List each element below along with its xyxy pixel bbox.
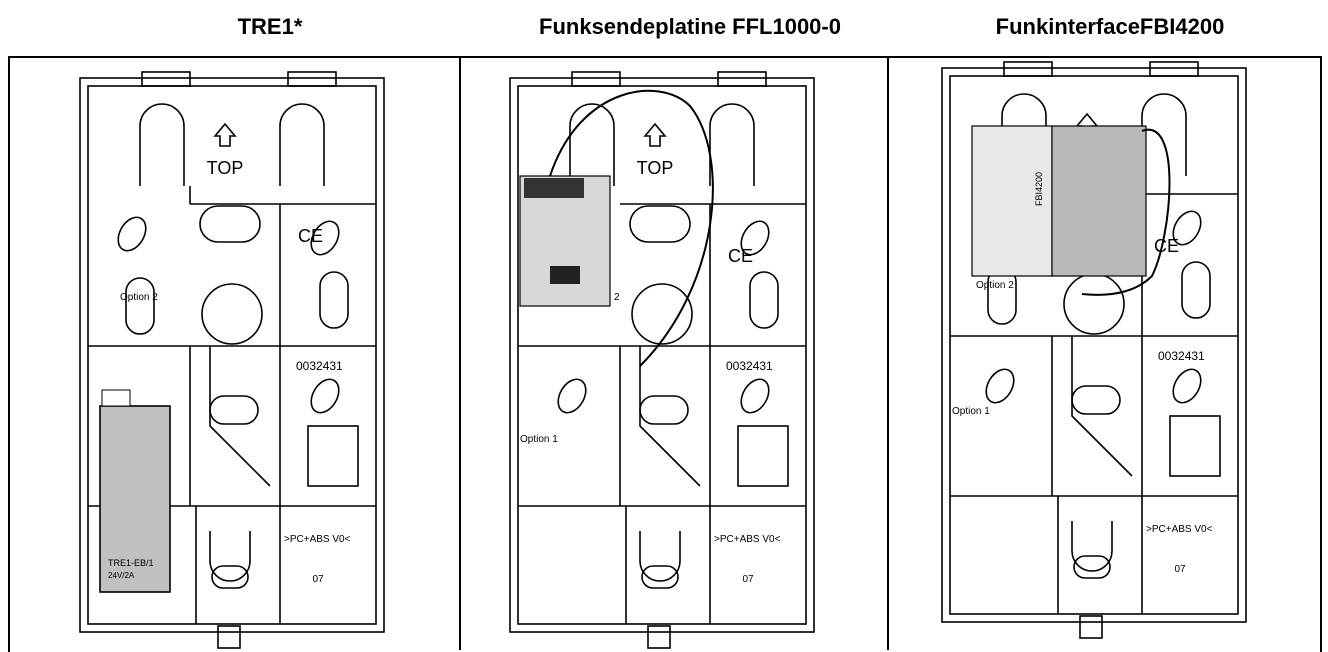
tre1-model: TRE1-EB/1 xyxy=(108,558,154,568)
material-label: >PC+ABS V0< xyxy=(714,534,781,545)
serial-label: 0032431 xyxy=(726,359,773,373)
title-fbi4200: FunkinterfaceFBI4200 xyxy=(995,14,1225,39)
ce-mark: CE xyxy=(1154,236,1179,256)
pcb-pin-label: 2 xyxy=(614,292,620,303)
top-label: TOP xyxy=(637,158,674,178)
recycle-code: 07 xyxy=(1174,564,1186,575)
tre1-rating: 24V/2A xyxy=(108,571,135,580)
option2-label: Option 2 xyxy=(976,280,1014,291)
material-label: >PC+ABS V0< xyxy=(1146,524,1213,535)
title-tre1: TRE1* xyxy=(237,14,303,39)
tre1-module: TRE1-EB/1 24V/2A xyxy=(99,389,171,593)
fbi-model: FBI4200 xyxy=(1034,172,1044,206)
title-ffl1000: Funksendeplatine FFL1000-0 xyxy=(539,14,841,39)
column-divider xyxy=(459,56,461,650)
diagram-frame xyxy=(8,56,1322,652)
material-label: >PC+ABS V0< xyxy=(284,534,351,545)
housing-panel-fbi4200: FBI4200 Option 2 Option 1 0032431 >PC+AB… xyxy=(941,61,1247,639)
housing-panel-ffl1000: 2 TOP Option 1 0032431 >PC+ABS V0< 07 CE xyxy=(509,71,815,649)
fbi4200-module: FBI4200 xyxy=(971,125,1171,296)
option2-label: Option 2 xyxy=(120,292,158,303)
top-label: TOP xyxy=(207,158,244,178)
serial-label: 0032431 xyxy=(1158,349,1205,363)
option1-label: Option 1 xyxy=(520,434,558,445)
recycle-code: 07 xyxy=(742,574,754,585)
column-divider xyxy=(887,56,889,650)
housing-panel-tre1: TOP Option 2 0032431 >PC+ABS V0< 07 CE T… xyxy=(79,71,385,649)
option1-label: Option 1 xyxy=(952,406,990,417)
ffl1000-pcb: 2 xyxy=(519,175,620,307)
ce-mark: CE xyxy=(728,246,753,266)
recycle-code: 07 xyxy=(312,574,324,585)
ce-mark: CE xyxy=(298,226,323,246)
serial-label: 0032431 xyxy=(296,359,343,373)
